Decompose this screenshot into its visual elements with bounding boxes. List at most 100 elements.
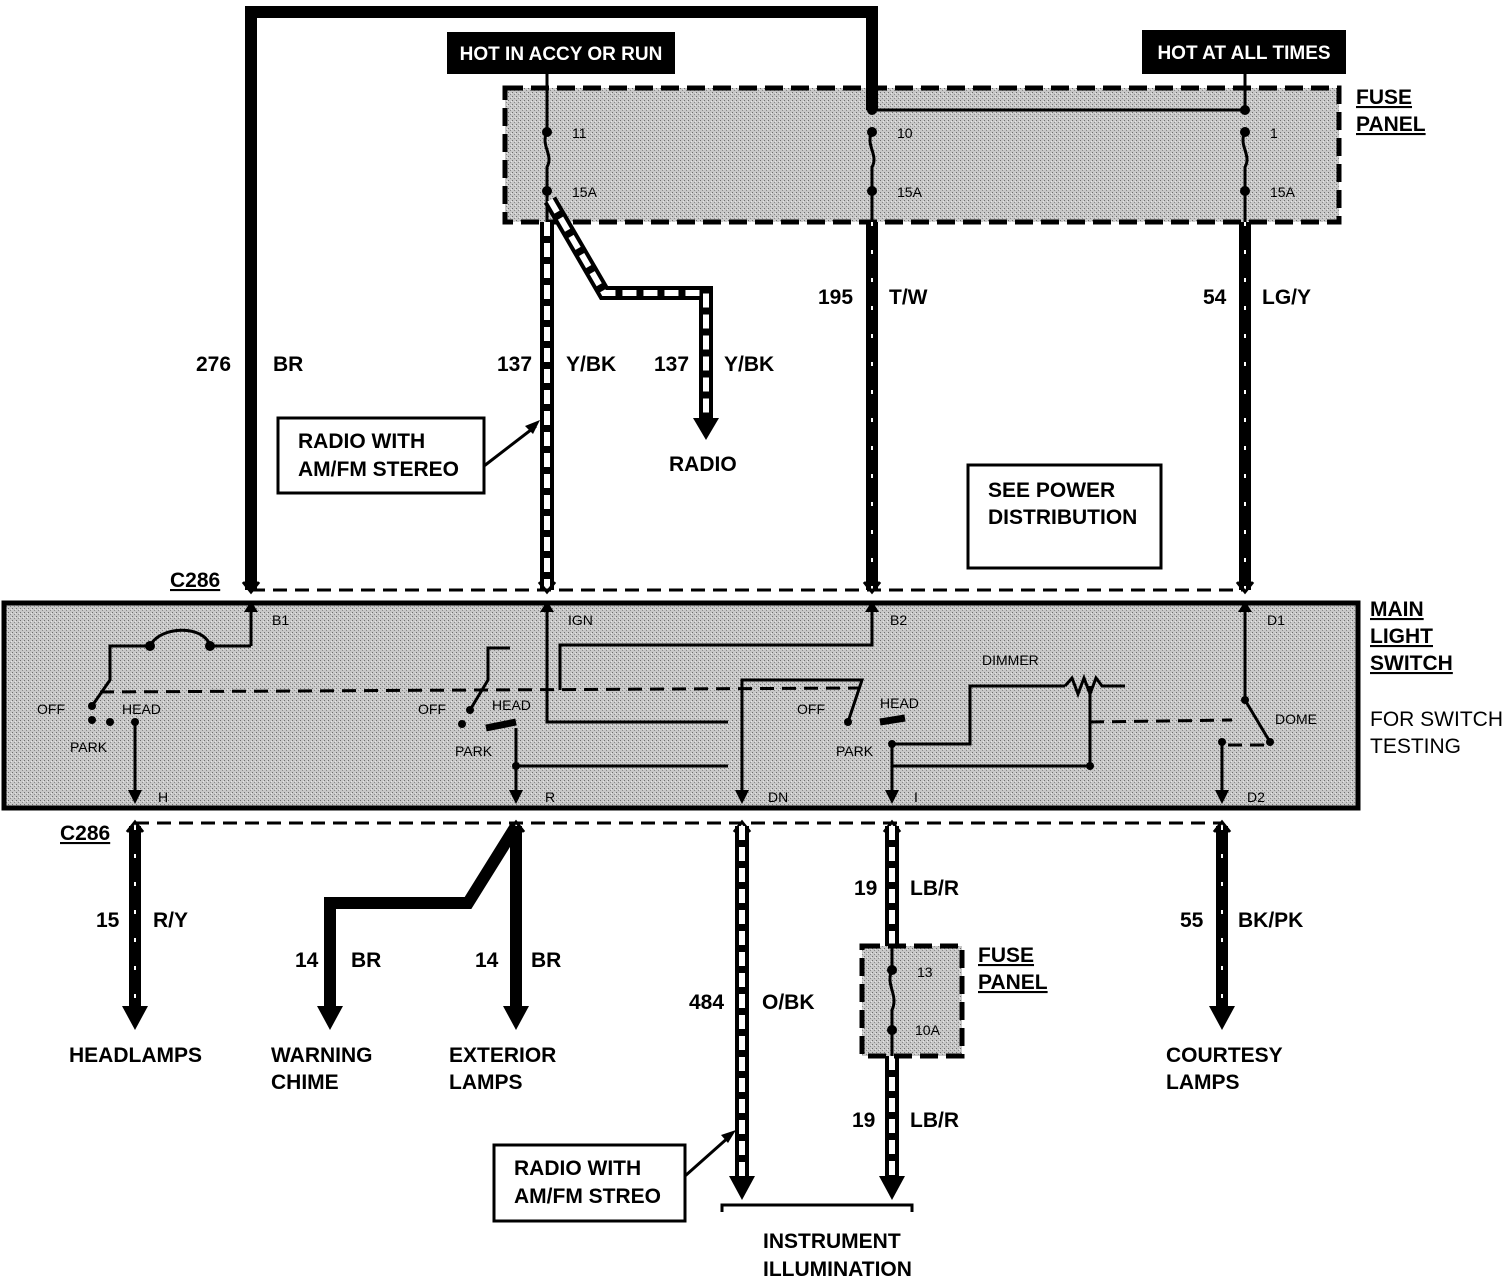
svg-text:10A: 10A <box>915 1022 941 1038</box>
svg-text:1: 1 <box>1270 125 1278 141</box>
load-warning-chime-2: CHIME <box>271 1071 339 1094</box>
svg-text:C286: C286 <box>60 822 110 845</box>
svg-text:C286: C286 <box>170 569 220 592</box>
callout-radio-stereo-bottom: RADIO WITH AM/FM STREO <box>492 1130 736 1223</box>
wire-55-color: BK/PK <box>1238 909 1303 932</box>
svg-text:D1: D1 <box>1267 612 1285 628</box>
svg-text:15A: 15A <box>572 184 598 200</box>
wire-484-obk <box>729 826 755 1200</box>
callout-radio-stereo-top: RADIO WITH AM/FM STEREO <box>276 416 540 495</box>
svg-text:FUSE: FUSE <box>978 944 1034 967</box>
wire-14b-circuit: 14 <box>475 949 499 972</box>
load-headlamps: HEADLAMPS <box>69 1044 202 1067</box>
wire-19a-circuit: 19 <box>854 877 877 900</box>
wire-19a-color: LB/R <box>910 877 959 900</box>
svg-text:HOT IN ACCY OR RUN: HOT IN ACCY OR RUN <box>460 44 663 65</box>
callout-see-power-distribution: SEE POWER DISTRIBUTION <box>966 463 1163 570</box>
svg-text:H: H <box>158 789 168 805</box>
svg-text:DN: DN <box>768 789 788 805</box>
wire-14-br-chime <box>317 822 522 1030</box>
wire-484-color: O/BK <box>762 991 815 1014</box>
wire-137-ybk-radio <box>543 196 719 440</box>
svg-text:FUSE: FUSE <box>1356 86 1412 109</box>
wire-14a-circuit: 14 <box>295 949 319 972</box>
svg-text:RADIO WITH: RADIO WITH <box>514 1157 641 1180</box>
fuse-1: 1 15A <box>1240 74 1296 200</box>
wire-54-color: LG/Y <box>1262 286 1311 309</box>
svg-text:AM/FM STEREO: AM/FM STEREO <box>298 458 459 481</box>
svg-text:PARK: PARK <box>836 743 874 759</box>
svg-text:DISTRIBUTION: DISTRIBUTION <box>988 506 1137 529</box>
connector-c286-bottom: C286 <box>60 819 1232 845</box>
header-hot-all-times: HOT AT ALL TIMES <box>1142 30 1346 74</box>
svg-text:13: 13 <box>917 964 933 980</box>
svg-text:DOME: DOME <box>1275 711 1317 727</box>
load-courtesy-lamps-1: COURTESY <box>1166 1044 1283 1067</box>
svg-text:B2: B2 <box>890 612 907 628</box>
svg-text:I: I <box>914 789 918 805</box>
wire-15-circuit: 15 <box>96 909 120 932</box>
wire-276-circuit: 276 <box>196 353 231 376</box>
svg-text:INSTRUMENT: INSTRUMENT <box>763 1230 901 1253</box>
wire-137a-color: Y/BK <box>566 353 616 376</box>
svg-text:HEAD: HEAD <box>492 697 531 713</box>
svg-text:PANEL: PANEL <box>978 971 1048 994</box>
svg-text:15A: 15A <box>897 184 923 200</box>
svg-text:HEAD: HEAD <box>880 695 919 711</box>
svg-text:10: 10 <box>897 125 913 141</box>
wire-19-lbr-lower <box>879 1056 905 1200</box>
svg-text:FOR SWITCH: FOR SWITCH <box>1370 708 1503 731</box>
svg-text:B1: B1 <box>272 612 289 628</box>
svg-text:TESTING: TESTING <box>1370 735 1461 758</box>
wire-137b-color: Y/BK <box>724 353 774 376</box>
load-exterior-lamps-2: LAMPS <box>449 1071 523 1094</box>
load-exterior-lamps-1: EXTERIOR <box>449 1044 556 1067</box>
svg-text:OFF: OFF <box>37 701 65 717</box>
wire-15-color: R/Y <box>153 909 188 932</box>
svg-text:RADIO WITH: RADIO WITH <box>298 430 425 453</box>
svg-text:D2: D2 <box>1247 789 1265 805</box>
fuse-10: 10 15A <box>867 105 923 200</box>
wire-14a-color: BR <box>351 949 381 972</box>
wire-14-br-exterior <box>503 826 529 1030</box>
wire-15-ry <box>122 826 148 1030</box>
svg-text:OFF: OFF <box>797 701 825 717</box>
wire-276-br <box>245 6 878 590</box>
svg-text:PARK: PARK <box>70 739 108 755</box>
fuse-panel-top: FUSE PANEL <box>502 85 1426 225</box>
wire-137b-circuit: 137 <box>654 353 689 376</box>
svg-text:DIMMER: DIMMER <box>982 652 1039 668</box>
wire-276-color: BR <box>273 353 303 376</box>
label-radio: RADIO <box>669 453 737 476</box>
wire-19b-circuit: 19 <box>852 1109 875 1132</box>
load-instrument-illumination: INSTRUMENT ILLUMINATION <box>720 1203 914 1280</box>
svg-text:OFF: OFF <box>418 701 446 717</box>
load-warning-chime-1: WARNING <box>271 1044 373 1067</box>
svg-text:15A: 15A <box>1270 184 1296 200</box>
wire-55-bkpk <box>1209 826 1235 1030</box>
wire-195-circuit: 195 <box>818 286 853 309</box>
wire-137a-circuit: 137 <box>497 353 532 376</box>
svg-text:HEAD: HEAD <box>122 701 161 717</box>
svg-text:11: 11 <box>572 125 587 141</box>
svg-text:IGN: IGN <box>568 612 593 628</box>
wire-19b-color: LB/R <box>910 1109 959 1132</box>
svg-text:HOT AT ALL TIMES: HOT AT ALL TIMES <box>1157 43 1330 64</box>
fuse-11: 11 15A <box>542 88 598 200</box>
svg-text:PARK: PARK <box>455 743 493 759</box>
svg-text:MAIN: MAIN <box>1370 598 1424 621</box>
wire-14b-color: BR <box>531 949 561 972</box>
svg-text:SEE POWER: SEE POWER <box>988 479 1115 502</box>
svg-text:LIGHT: LIGHT <box>1370 625 1433 648</box>
connector-c286-top: C286 <box>170 569 1255 595</box>
svg-text:SWITCH: SWITCH <box>1370 652 1453 675</box>
wire-195-color: T/W <box>889 286 928 309</box>
header-hot-accy-run: HOT IN ACCY OR RUN <box>447 32 675 74</box>
wire-55-circuit: 55 <box>1180 909 1204 932</box>
wire-54-circuit: 54 <box>1203 286 1227 309</box>
svg-text:R: R <box>545 789 555 805</box>
svg-text:AM/FM STREO: AM/FM STREO <box>514 1185 661 1208</box>
fuse-panel-bottom: 13 10A FUSE PANEL <box>859 943 1048 1059</box>
wire-484-circuit: 484 <box>689 991 724 1014</box>
